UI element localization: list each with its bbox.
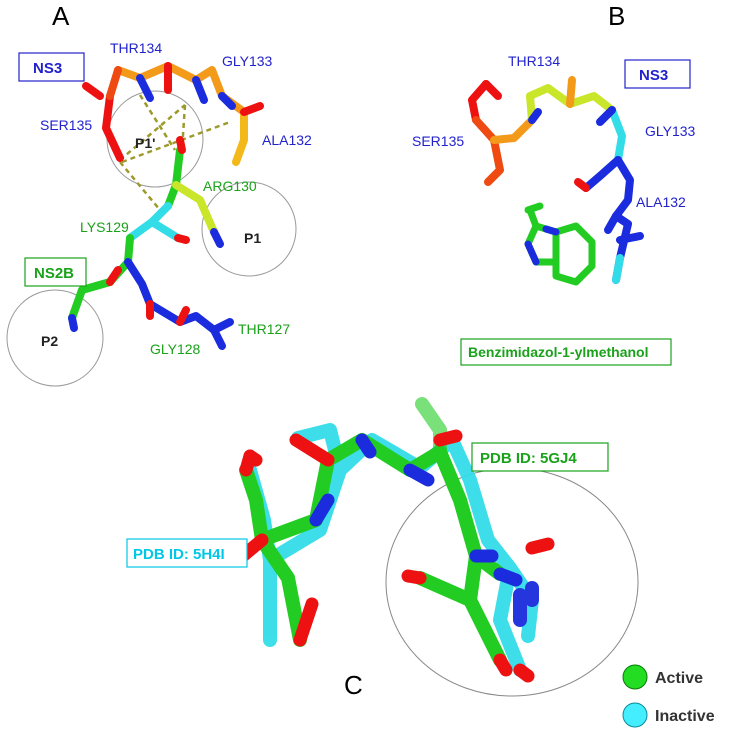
ligand-box: [460, 338, 672, 366]
active-structure: [239, 397, 507, 667]
ns2b-box-a-label: NS2B: [34, 265, 74, 282]
active-pdb-box: [471, 442, 609, 472]
legend-swatch-inactive: [622, 702, 648, 728]
ligand-box-label: Benzimidazol-1-ylmethanol: [468, 344, 648, 360]
legend-label-active: Active: [655, 670, 703, 687]
panel-b: B THR134 SER135: [412, 1, 696, 366]
label-pocket-p1: P1: [244, 230, 261, 246]
label-gly133-a: GLY133: [222, 53, 273, 69]
inactive-pdb-label: PDB ID: 5H4I: [133, 546, 225, 563]
ligand-structure: [524, 202, 596, 286]
panel-a: A: [6, 1, 312, 387]
inactive-pdb-box: [126, 538, 248, 568]
panel-a-letter: A: [52, 1, 70, 31]
label-lys129-a: LYS129: [80, 219, 129, 235]
pocket-p2-circle: [6, 289, 104, 387]
label-thr134-b: THR134: [508, 53, 560, 69]
label-gly133-b: GLY133: [645, 123, 696, 139]
panel-c: C: [126, 397, 639, 700]
panel-b-letter: B: [608, 1, 625, 31]
ns3-backbone-b: [468, 76, 644, 284]
ns2b-strand-a: [68, 136, 234, 350]
ns3-box-a-label: NS3: [33, 60, 62, 77]
label-thr127-a: THR127: [238, 321, 290, 337]
heteroatoms-c: [231, 429, 555, 683]
legend-swatch-active: [622, 664, 648, 690]
pocket-p1-circle: [201, 181, 297, 277]
label-ser135-b: SER135: [412, 133, 464, 149]
ns3-backbone-a: [82, 62, 264, 166]
legend-label-inactive: Inactive: [655, 708, 715, 725]
label-pocket-p2: P2: [41, 333, 58, 349]
active-pdb-label: PDB ID: 5GJ4: [480, 450, 577, 467]
label-ser135-a: SER135: [40, 117, 92, 133]
ns2b-box-a: [24, 257, 87, 287]
panel-c-letter: C: [344, 670, 363, 700]
ns3-box-b: [624, 59, 691, 89]
label-ala132-b: ALA132: [636, 194, 686, 210]
label-thr134-a: THR134: [110, 40, 162, 56]
legend: Active Inactive: [622, 664, 715, 728]
ns3-box-a: [18, 52, 85, 82]
label-ala132-a: ALA132: [262, 132, 312, 148]
label-gly128-a: GLY128: [150, 341, 201, 357]
label-pocket-p1prime: P1': [135, 135, 155, 151]
ns3-box-b-label: NS3: [639, 67, 668, 84]
label-arg130-a: ARG130: [203, 178, 257, 194]
